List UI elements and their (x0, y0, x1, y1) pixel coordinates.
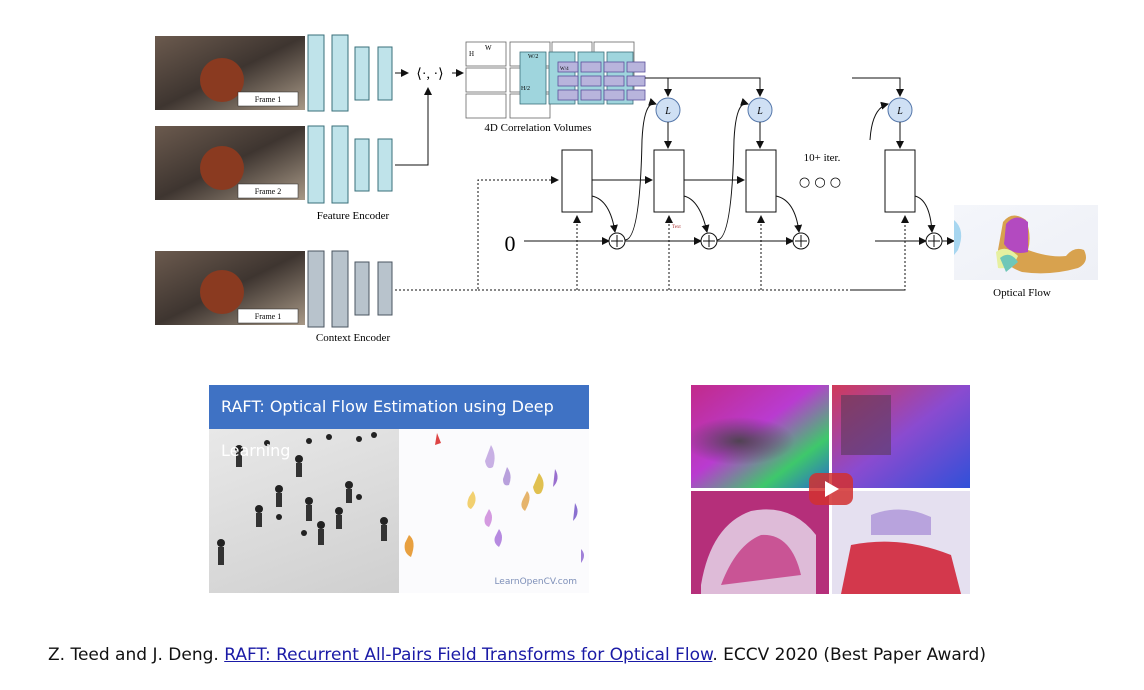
lookup-symbol: L (664, 106, 671, 117)
initial-flow-zero: 0 (505, 231, 516, 256)
person-figure (200, 270, 244, 314)
watermark: LearnOpenCV.com (494, 577, 577, 587)
person-figure (200, 58, 244, 102)
video-title-bar: RAFT: Optical Flow Estimation using Deep… (209, 385, 589, 460)
frame-image-3: Frame 1 (155, 251, 305, 325)
corr-dim-h2: H/2 (521, 86, 530, 92)
context-encoder-label: Context Encoder (316, 332, 391, 344)
lookup-operator-3: L (887, 97, 913, 123)
feature-encoder-2 (307, 125, 393, 204)
raft-architecture-diagram: Frame 1 Frame 2 Frame 1 Feature Encoder … (155, 34, 1098, 344)
corr-dim-w: W (485, 44, 492, 52)
corr-dim-w2: W/2 (528, 54, 538, 60)
frame-label-3: Frame 1 (255, 312, 281, 321)
lookup-symbol: L (756, 106, 763, 117)
lookup-symbol: L (896, 106, 903, 117)
play-button-icon[interactable] (809, 473, 853, 505)
crowd-photo (209, 429, 399, 593)
paper-link[interactable]: RAFT: Recurrent All-Pairs Field Transfor… (224, 645, 713, 665)
frame-label-1: Frame 1 (255, 95, 281, 104)
update-blocks (561, 149, 916, 213)
lookup-operator-1: L (655, 97, 681, 123)
update-block-1 (561, 149, 593, 213)
correlation-volume-stack (465, 41, 646, 119)
feature-encoder-label: Feature Encoder (317, 210, 390, 222)
corr-dim-w4: W/4 (560, 67, 569, 72)
citation: Z. Teed and J. Deng. RAFT: Recurrent All… (48, 645, 986, 665)
citation-venue: . ECCV 2020 (Best Paper Award) (712, 645, 986, 665)
optical-flow-label: Optical Flow (993, 287, 1051, 299)
video-thumbnail-flow-demo[interactable] (691, 385, 970, 594)
update-block-2 (653, 149, 685, 213)
correlation-operator: ⟨·, ·⟩ (416, 67, 443, 82)
lookup-operator-2: L (747, 97, 773, 123)
flow-visualization (399, 429, 589, 593)
corr-dim-h: H (469, 50, 474, 58)
person-figure (200, 146, 244, 190)
correlation-volumes-label: 4D Correlation Volumes (484, 122, 591, 134)
frame-image-2: Frame 2 (155, 126, 305, 200)
iteration-ellipsis: ○ ○ ○ (799, 175, 841, 190)
citation-authors: Z. Teed and J. Deng. (48, 645, 219, 665)
context-encoder (307, 250, 393, 328)
optical-flow-output (954, 205, 1098, 280)
frame-label-2: Frame 2 (255, 187, 281, 196)
video-thumbnail-learnopencv[interactable]: RAFT: Optical Flow Estimation using Deep… (209, 385, 589, 593)
update-block-4 (884, 149, 916, 213)
iteration-label: 10+ iter. (804, 152, 841, 164)
update-block-3 (745, 149, 777, 213)
small-note: Text (672, 225, 681, 230)
frame-image-1: Frame 1 (155, 36, 305, 110)
feature-encoder-1 (307, 34, 393, 112)
